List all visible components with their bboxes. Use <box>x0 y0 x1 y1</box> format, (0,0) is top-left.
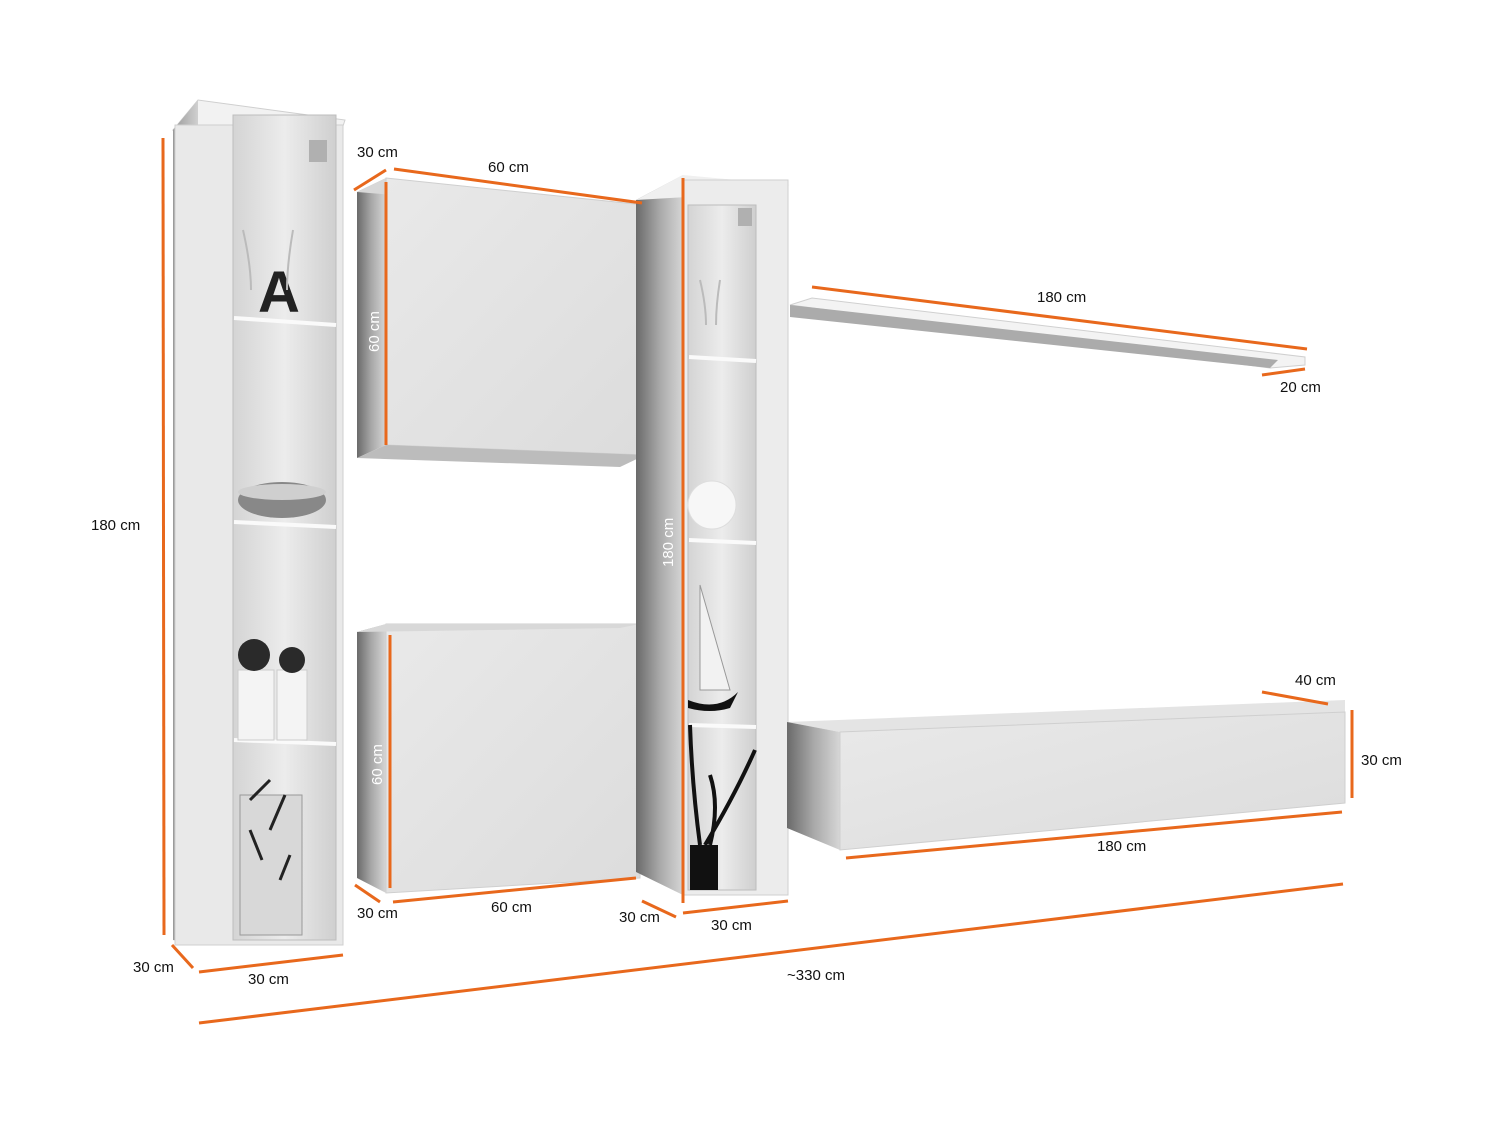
succulent-icon <box>238 639 270 671</box>
label-left-height: 180 cm <box>91 517 141 534</box>
dim-tv-depth <box>1261 690 1329 706</box>
dim-tv-width <box>845 810 1343 860</box>
label-lower-height: 60 cm <box>369 744 386 785</box>
letter-a-decoration: A <box>258 260 300 325</box>
tall-glass-cabinet-left: A <box>171 99 346 946</box>
hinge-icon <box>738 208 752 226</box>
white-sphere <box>687 480 737 530</box>
label-tv-width: 180 cm <box>1097 838 1147 855</box>
hinge-icon <box>309 140 327 162</box>
wine-glass-icon <box>699 279 721 326</box>
dim-shelf-depth <box>1261 367 1306 377</box>
label-left-depth: 30 cm <box>133 959 174 976</box>
dim-left-depth <box>170 943 195 970</box>
sailboat-model <box>699 584 731 691</box>
dim-lower-depth <box>354 883 381 904</box>
label-overall-width: ~330 cm <box>787 967 845 984</box>
label-right-depth: 30 cm <box>619 909 660 926</box>
vase-with-flowers <box>239 794 303 936</box>
dim-right-width <box>682 899 789 915</box>
dim-lower-width <box>392 876 637 904</box>
dim-shelf-width <box>811 285 1308 351</box>
dim-upper-depth <box>353 168 387 192</box>
label-right-height: 180 cm <box>660 517 677 567</box>
dim-upper-width <box>393 167 643 205</box>
dim-overall-width <box>198 882 1344 1025</box>
label-lower-depth: 30 cm <box>357 905 398 922</box>
wall-cabinet-lower <box>357 623 641 894</box>
label-left-width: 30 cm <box>248 971 289 988</box>
dim-left-width <box>198 953 344 974</box>
dim-left-height <box>161 137 166 936</box>
label-upper-width: 60 cm <box>488 159 529 176</box>
wall-shelf <box>789 297 1306 369</box>
wall-cabinet-upper <box>357 177 646 467</box>
tv-lowboard <box>787 700 1346 851</box>
wine-glass-icon <box>242 229 294 291</box>
label-right-width: 30 cm <box>711 917 752 934</box>
label-upper-depth: 30 cm <box>357 144 398 161</box>
label-lower-width: 60 cm <box>491 899 532 916</box>
label-shelf-depth: 20 cm <box>1280 379 1321 396</box>
tall-glass-cabinet-right <box>636 175 790 896</box>
label-tv-height: 30 cm <box>1361 752 1402 769</box>
dimension-lines <box>161 137 1354 1025</box>
label-tv-depth: 40 cm <box>1295 672 1336 689</box>
potted-plant <box>690 845 718 890</box>
label-upper-height: 60 cm <box>366 311 383 352</box>
dim-right-depth <box>641 899 677 919</box>
label-shelf-width: 180 cm <box>1037 289 1087 306</box>
